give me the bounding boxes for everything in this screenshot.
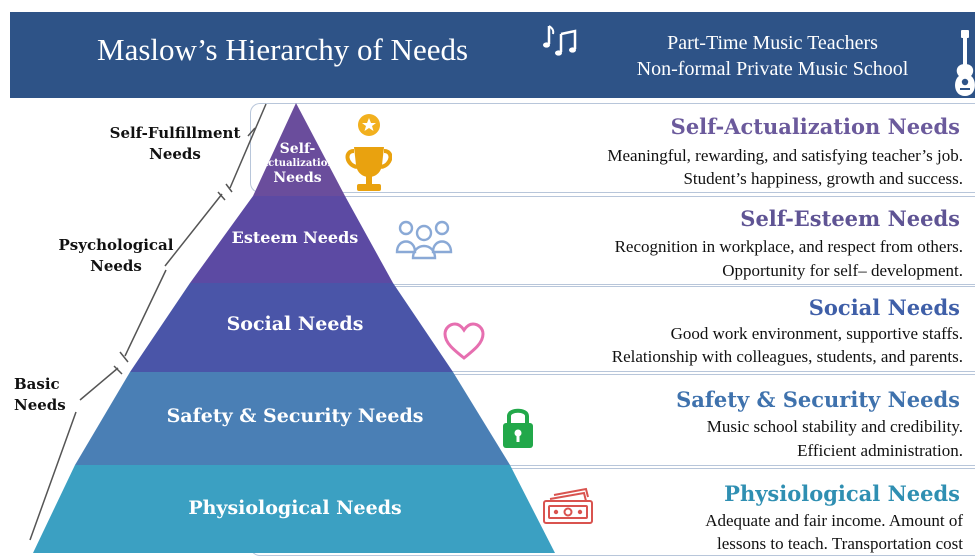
side-label-self-fulfillment: Self-Fulfillment Needs bbox=[100, 123, 250, 165]
card-text: Student’s happiness, growth and success. bbox=[683, 169, 963, 188]
pyramid-level-social bbox=[130, 283, 453, 372]
padlock-icon bbox=[503, 408, 533, 448]
card-title: Physiological Needs bbox=[724, 481, 960, 506]
card-text: Relationship with colleagues, students, … bbox=[611, 347, 963, 366]
money-icon bbox=[543, 487, 593, 524]
header-banner: Maslow’s Hierarchy of Needs Part-Time Mu… bbox=[10, 12, 975, 98]
card-text: Meaningful, rewarding, and satisfying te… bbox=[607, 146, 963, 165]
people-group-icon bbox=[395, 220, 453, 260]
bracket-basic bbox=[29, 367, 119, 541]
pyramid-level-safety bbox=[75, 372, 510, 465]
pyramid-level-physiological bbox=[33, 465, 555, 553]
level-label-line: Self- bbox=[279, 141, 316, 157]
level-label-self-actualization: Self- Actualization Needs bbox=[255, 141, 340, 187]
header-subtitle: Part-Time Music Teachers Non-formal Priv… bbox=[600, 30, 945, 82]
card-title: Self-Actualization Needs bbox=[670, 114, 960, 139]
side-label-line: Psychological bbox=[58, 236, 174, 254]
heart-icon bbox=[443, 322, 485, 360]
trophy-icon bbox=[345, 114, 392, 191]
bracket-psychological bbox=[124, 193, 223, 357]
card-self-esteem: Self-Esteem Needs Recognition in workpla… bbox=[250, 196, 975, 285]
level-label-line: Needs bbox=[273, 170, 322, 186]
pyramid-level-self-actualization bbox=[253, 103, 345, 196]
level-label-physiological: Physiological Needs bbox=[188, 497, 402, 519]
side-label-line: Self-Fulfillment bbox=[109, 124, 241, 142]
card-text: Good work environment, supportive staffs… bbox=[670, 324, 963, 343]
card-text: lessons to teach. Transportation cost bbox=[716, 534, 963, 553]
subtitle-line: Part-Time Music Teachers bbox=[667, 32, 878, 54]
card-title: Social Needs bbox=[808, 295, 960, 320]
side-label-line: Needs bbox=[149, 145, 201, 163]
level-label-esteem: Esteem Needs bbox=[231, 228, 359, 247]
side-label-line: Basic bbox=[14, 375, 60, 393]
side-label-line: Needs bbox=[14, 396, 66, 414]
card-physiological: Physiological Needs Adequate and fair in… bbox=[250, 468, 975, 556]
guitar-icon bbox=[955, 30, 975, 96]
card-title: Self-Esteem Needs bbox=[740, 206, 960, 231]
level-label-line: Actualization bbox=[260, 158, 335, 169]
pyramid-level-esteem bbox=[190, 196, 393, 283]
card-text: Recognition in workplace, and respect fr… bbox=[614, 237, 963, 256]
card-title: Safety & Security Needs bbox=[676, 387, 960, 412]
card-text: Opportunity for self– development. bbox=[722, 261, 963, 280]
card-text: Efficient administration. bbox=[797, 441, 963, 460]
card-social: Social Needs Good work environment, supp… bbox=[250, 286, 975, 372]
card-text: Adequate and fair income. Amount of bbox=[705, 511, 963, 530]
side-label-psychological: Psychological Needs bbox=[46, 235, 186, 277]
page-title: Maslow’s Hierarchy of Needs bbox=[97, 32, 469, 67]
card-text: Music school stability and credibility. bbox=[706, 417, 963, 436]
bracket-self-fulfillment bbox=[229, 103, 267, 189]
music-note-icon bbox=[543, 25, 577, 56]
level-label-safety: Safety & Security Needs bbox=[166, 405, 424, 427]
card-self-actualization: Self-Actualization Needs Meaningful, rew… bbox=[250, 103, 975, 193]
level-label-social: Social Needs bbox=[226, 313, 364, 335]
side-label-basic: Basic Needs bbox=[14, 374, 66, 416]
subtitle-line: Non-formal Private Music School bbox=[636, 58, 909, 80]
side-label-line: Needs bbox=[90, 257, 142, 275]
